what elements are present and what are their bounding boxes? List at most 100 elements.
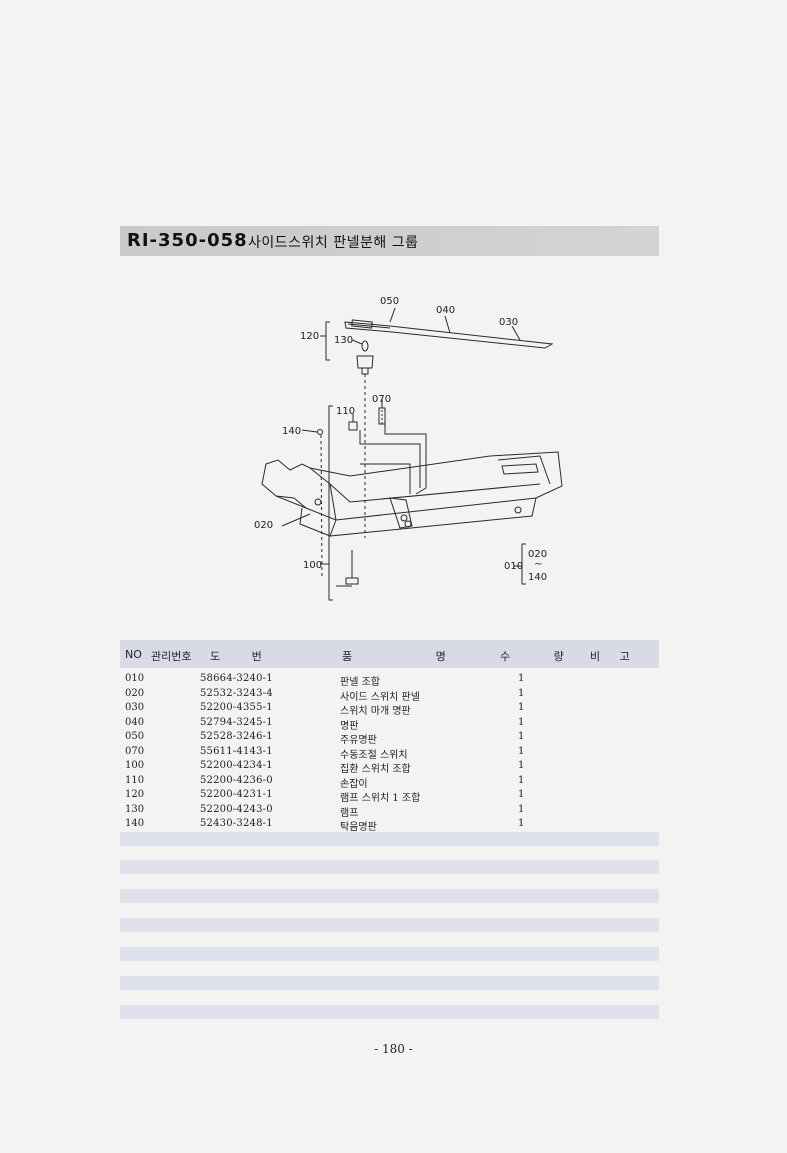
empty-row	[120, 976, 659, 990]
empty-row	[120, 832, 659, 846]
table-header: NO 관리번호 도 번 품 명 수 량 비 고	[120, 640, 659, 668]
header-note: 비 고	[590, 650, 638, 663]
quantity: 1	[518, 687, 525, 699]
empty-row	[120, 1005, 659, 1019]
drawing-number: 52794-3245-1	[200, 716, 273, 728]
part-name: 수동조절 스위치	[340, 749, 408, 761]
drawing-number: 52532-3243-4	[200, 687, 273, 699]
part-name: 램프	[340, 807, 359, 819]
knob	[348, 421, 358, 431]
table-row: 140 52430-3248-1 탁음명판 1	[120, 817, 659, 833]
part-name: 사이드 스위치 판넬	[340, 691, 420, 703]
part-no: 070	[125, 745, 145, 757]
part-name: 탁음명판	[340, 822, 377, 833]
label-020-range: 020	[528, 549, 547, 560]
drawing-number: 52528-3246-1	[200, 731, 273, 742]
drawing-number: 55611-4143-1	[200, 745, 273, 757]
lamp-switch	[356, 355, 374, 369]
empty-row	[120, 889, 659, 903]
header-mgmt: 관리번호	[151, 650, 192, 663]
part-no: 130	[125, 803, 145, 815]
label-040: 040	[436, 305, 455, 316]
table-row: 070 55611-4143-1 수동조절 스위치 1	[120, 745, 659, 761]
part-no: 010	[125, 673, 145, 684]
label-100: 100	[303, 560, 322, 571]
part-name: 명판	[340, 720, 359, 732]
part-name: 판넬 조합	[340, 677, 380, 688]
label-070: 070	[372, 394, 391, 405]
empty-row	[120, 860, 659, 874]
header-qty: 수 량	[500, 650, 584, 663]
quantity: 1	[518, 818, 525, 829]
title-bar: RI-350-058 사이드스위치 판넬분해 그룹	[120, 226, 659, 256]
part-no: 040	[125, 716, 145, 728]
page-number: - 180 -	[374, 1042, 413, 1056]
table-row: 130 52200-4243-0 램프 1	[120, 803, 659, 819]
part-no: 110	[125, 774, 145, 786]
quantity: 1	[518, 702, 525, 713]
label-110: 110	[336, 406, 355, 417]
part-no: 030	[125, 702, 145, 713]
part-name: 램프 스위치 1 조합	[340, 793, 421, 804]
side-switch-panel	[261, 451, 563, 521]
drawing-number: 52200-4236-0	[200, 774, 273, 786]
exploded-diagram: 050 040 030 120 130 070 110 140 020 100 …	[240, 288, 570, 610]
table-row: 030 52200-4355-1 스위치 마개 명판 1	[120, 701, 659, 717]
drawing-number: 58664-3240-1	[200, 673, 273, 684]
group-code: RI-350-058	[127, 230, 248, 251]
lamp-switch-assembly	[345, 577, 359, 585]
part-no: 100	[125, 760, 145, 771]
label-050: 050	[380, 296, 399, 307]
nameplate-strip	[344, 321, 554, 349]
label-tilde: ~	[534, 559, 542, 570]
quantity: 1	[518, 716, 525, 728]
quantity: 1	[518, 673, 525, 684]
parts-table: NO 관리번호 도 번 품 명 수 량 비 고 010 58664-3240-1 판…	[120, 640, 659, 833]
lamp	[361, 340, 369, 352]
quantity: 1	[518, 803, 525, 815]
part-no: 120	[125, 789, 145, 800]
table-row: 110 52200-4236-0 손잡이 1	[120, 774, 659, 790]
label-030: 030	[499, 317, 518, 328]
part-name: 집환 스위치 조합	[340, 764, 411, 775]
fuel-plate	[351, 319, 373, 329]
part-name: 스위치 마개 명판	[340, 706, 411, 717]
table-row: 050 52528-3246-1 주유명판 1	[120, 730, 659, 746]
part-name: 손잡이	[340, 778, 368, 790]
quantity: 1	[518, 745, 525, 757]
drawing-number: 52200-4355-1	[200, 702, 273, 713]
label-020: 020	[254, 520, 273, 531]
drawing-number: 52200-4243-0	[200, 803, 273, 815]
quantity: 1	[518, 774, 525, 786]
sound-plate	[317, 429, 323, 435]
quantity: 1	[518, 789, 525, 800]
header-no: NO	[125, 648, 142, 661]
part-no: 050	[125, 731, 145, 742]
table-row: 010 58664-3240-1 판넬 조합 1	[120, 672, 659, 688]
label-140-range: 140	[528, 572, 547, 583]
drawing-number: 52430-3248-1	[200, 818, 273, 829]
group-title: 사이드스위치 판넬분해 그룹	[248, 235, 419, 251]
drawing-number: 52200-4234-1	[200, 760, 273, 771]
label-140: 140	[282, 426, 301, 437]
diagram-svg: 050 040 030 120 130 070 110 140 020 100 …	[254, 296, 563, 601]
table-row: 040 52794-3245-1 명판 1	[120, 716, 659, 732]
table-body: 010 58664-3240-1 판넬 조합 1 020 52532-3243-4 사이드 …	[120, 668, 659, 833]
drawing-number: 52200-4231-1	[200, 789, 273, 800]
empty-row	[120, 918, 659, 932]
table-row: 020 52532-3243-4 사이드 스위치 판넬 1	[120, 687, 659, 703]
table-row: 120 52200-4231-1 램프 스위치 1 조합 1	[120, 788, 659, 804]
label-010: 010	[504, 561, 523, 572]
empty-row	[120, 947, 659, 961]
part-no: 020	[125, 687, 145, 699]
quantity: 1	[518, 731, 525, 742]
quantity: 1	[518, 760, 525, 771]
label-130: 130	[334, 335, 353, 346]
header-name: 품 명	[342, 650, 486, 663]
label-120: 120	[300, 331, 319, 342]
table-row: 100 52200-4234-1 집환 스위치 조합 1	[120, 759, 659, 775]
header-drawing: 도 번	[210, 650, 276, 663]
part-no: 140	[125, 818, 145, 829]
part-name: 주유명판	[340, 735, 377, 746]
